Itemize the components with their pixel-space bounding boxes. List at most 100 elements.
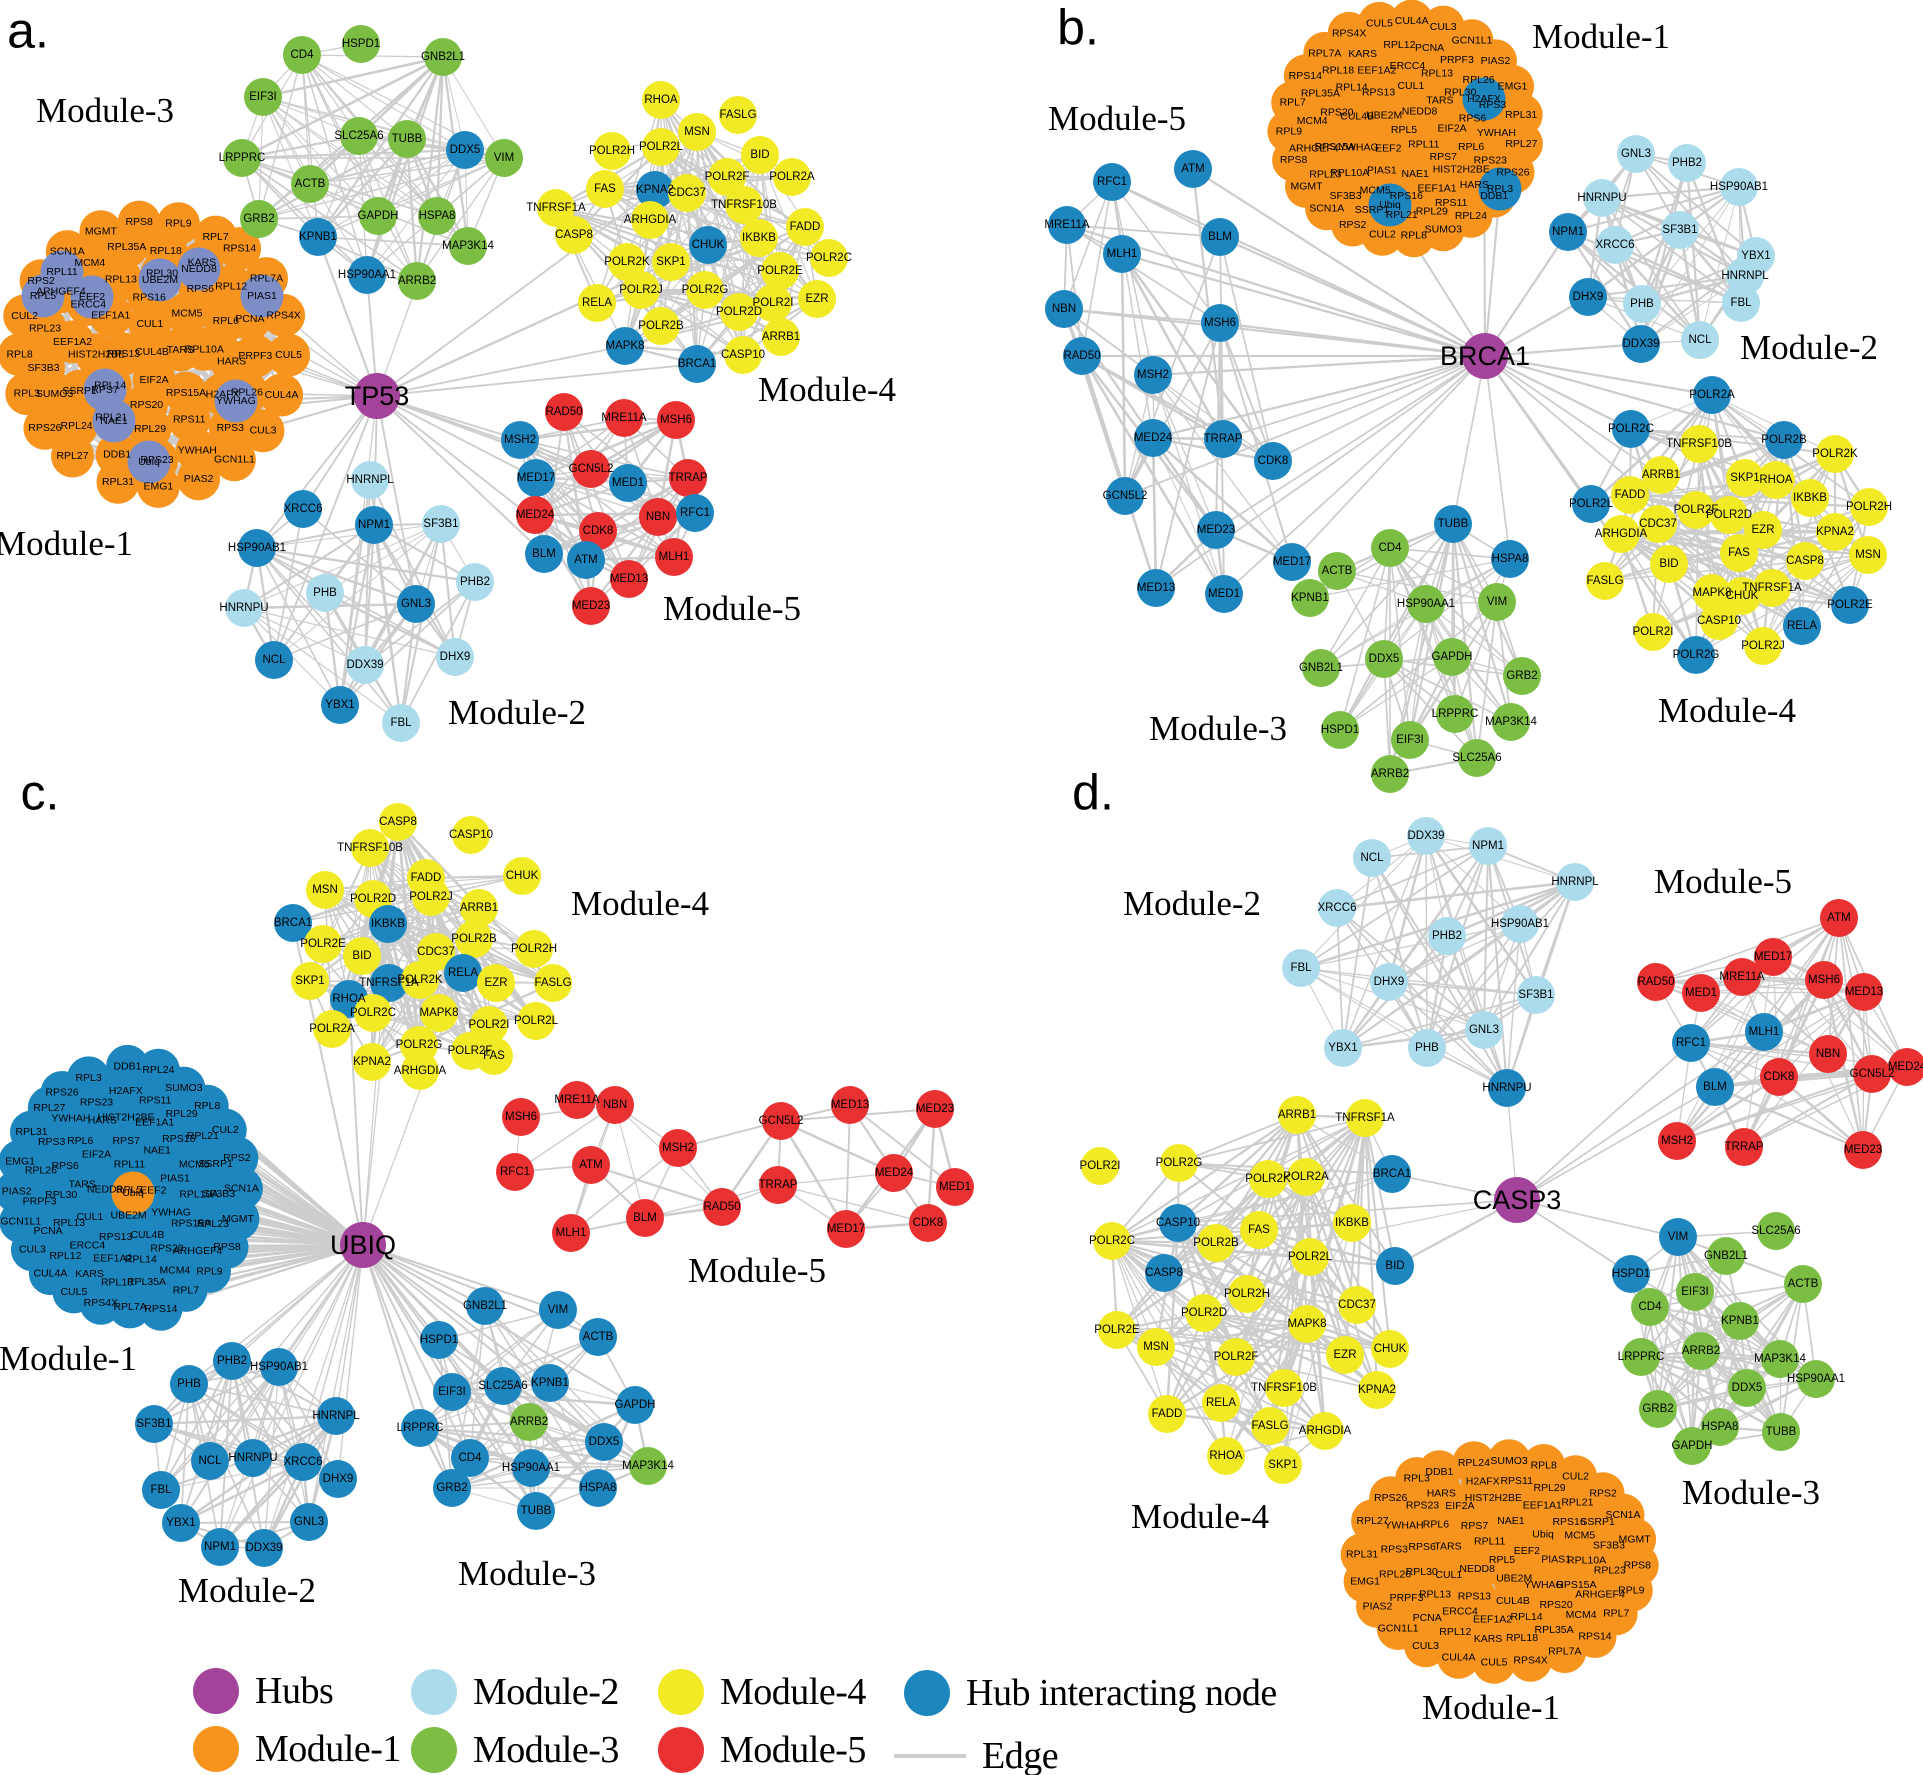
node-SLC25A6[interactable] [340,117,378,155]
node-GAPDH[interactable] [359,197,397,235]
node-FADD[interactable] [786,208,824,246]
node-Ubiq[interactable] [127,440,171,484]
node-TUBB[interactable] [388,120,426,158]
node-GCN1L1[interactable] [212,438,256,482]
node-PIAS2[interactable] [177,457,221,501]
node-MSH6[interactable] [657,401,695,439]
node-MED24[interactable] [516,496,554,534]
node-BID[interactable] [741,136,779,174]
node-MAPK8[interactable] [606,327,644,365]
node-TNFRSF1A[interactable] [537,189,575,227]
node-MRE11A[interactable] [605,399,643,437]
node-CASP8[interactable] [555,216,593,254]
node-MAP3K14[interactable] [449,227,487,265]
node-VIM[interactable] [485,139,523,177]
node-RPL9[interactable] [156,202,200,246]
node-FAS[interactable] [586,170,624,208]
node-ARRB2[interactable] [398,262,436,300]
node-NEDD8[interactable] [177,247,221,291]
node-KPNA2[interactable] [636,171,674,209]
node-TNFRSF10B[interactable] [725,186,763,224]
node-PHB2[interactable] [456,563,494,601]
node-KPNB1[interactable] [299,218,337,256]
node-RPL8[interactable] [0,333,42,377]
node-POLR2K[interactable] [608,243,646,281]
node-TRRAP[interactable] [669,459,707,497]
node-HSP90AA1[interactable] [348,256,386,294]
node-IKBKB[interactable] [740,219,778,257]
node-CUL5[interactable] [267,333,311,377]
node-PIAS1[interactable] [240,274,284,318]
node-RFC1[interactable] [676,494,714,532]
node-CUL4A[interactable] [260,373,304,417]
node-POLR2I[interactable] [754,284,792,322]
node-DDX5[interactable] [446,131,484,169]
node-RPS14[interactable] [218,227,262,271]
node-HNRNPL[interactable] [351,461,389,499]
node-MED23[interactable] [572,587,610,625]
node-PHB[interactable] [306,574,344,612]
node-RAD50[interactable] [545,393,583,431]
node-GRB2[interactable] [240,200,278,238]
node-RPL5[interactable] [21,274,65,318]
node-ATM[interactable] [567,541,605,579]
node-MSN[interactable] [678,113,716,151]
node-POLR2G[interactable] [686,271,724,309]
node-XRCC6[interactable] [284,490,322,528]
node-RPL31[interactable] [96,460,140,504]
node-CASP10[interactable] [724,336,762,374]
node-LRPPRC[interactable] [223,139,261,177]
node-FBL[interactable] [382,704,420,742]
node-ACTB[interactable] [291,165,329,203]
node-MED1[interactable] [609,464,647,502]
node-HNRNPU[interactable] [225,589,263,627]
node-MSH2[interactable] [501,421,539,459]
node-YBX1[interactable] [321,686,359,724]
node-SKP1[interactable] [652,243,690,281]
node-RPL3[interactable] [5,372,49,416]
node-POLR2D[interactable] [720,293,758,331]
node-CHUK[interactable] [689,226,727,264]
node-PRPF3[interactable] [233,334,277,378]
node-YWHAG[interactable] [214,379,258,423]
node-POLR2L[interactable] [642,128,680,166]
node-HSPA8[interactable] [418,197,456,235]
node-RPS26[interactable] [23,406,67,450]
hub-node-TP53[interactable] [354,373,400,419]
node-NPM1[interactable] [355,506,393,544]
node-POLR2F[interactable] [708,158,746,196]
node-RHOA[interactable] [642,81,680,119]
node-EZR[interactable] [798,280,836,318]
node-NAE1[interactable] [92,399,136,443]
node-HSP90AB1[interactable] [238,529,276,567]
node-NBN[interactable] [639,498,677,536]
node-MLH1[interactable] [655,538,693,576]
node-POLR2C[interactable] [810,239,848,277]
node-ARRB1[interactable] [762,318,800,356]
node-FASLG[interactable] [719,96,757,134]
node-POLR2B[interactable] [642,307,680,345]
node-CD4[interactable] [283,36,321,74]
node-EIF3I[interactable] [244,78,282,116]
node-CDK8[interactable] [579,512,617,550]
node-NCL[interactable] [255,641,293,679]
node-POLR2H[interactable] [593,132,631,170]
node-ARHGDIA[interactable] [631,201,669,239]
node-POLR2A[interactable] [773,158,811,196]
node-EEF2[interactable] [70,275,114,319]
node-RPS8[interactable] [117,200,161,244]
node-GCN5L2[interactable] [572,450,610,488]
node-RELA[interactable] [578,284,616,322]
node-POLR2E[interactable] [761,252,799,290]
node-RPL27[interactable] [51,434,94,478]
node-UBE2M[interactable] [138,258,182,302]
node-MED17[interactable] [517,459,555,497]
node-CUL3[interactable] [241,409,285,453]
node-BRCA1[interactable] [678,345,716,383]
node-POLR2J[interactable] [622,271,660,309]
node-GNB2L1[interactable] [424,38,462,76]
node-MGMT[interactable] [79,210,123,254]
node-SF3B1[interactable] [422,505,460,543]
node-GNL3[interactable] [397,585,435,623]
node-DHX9[interactable] [436,638,474,676]
